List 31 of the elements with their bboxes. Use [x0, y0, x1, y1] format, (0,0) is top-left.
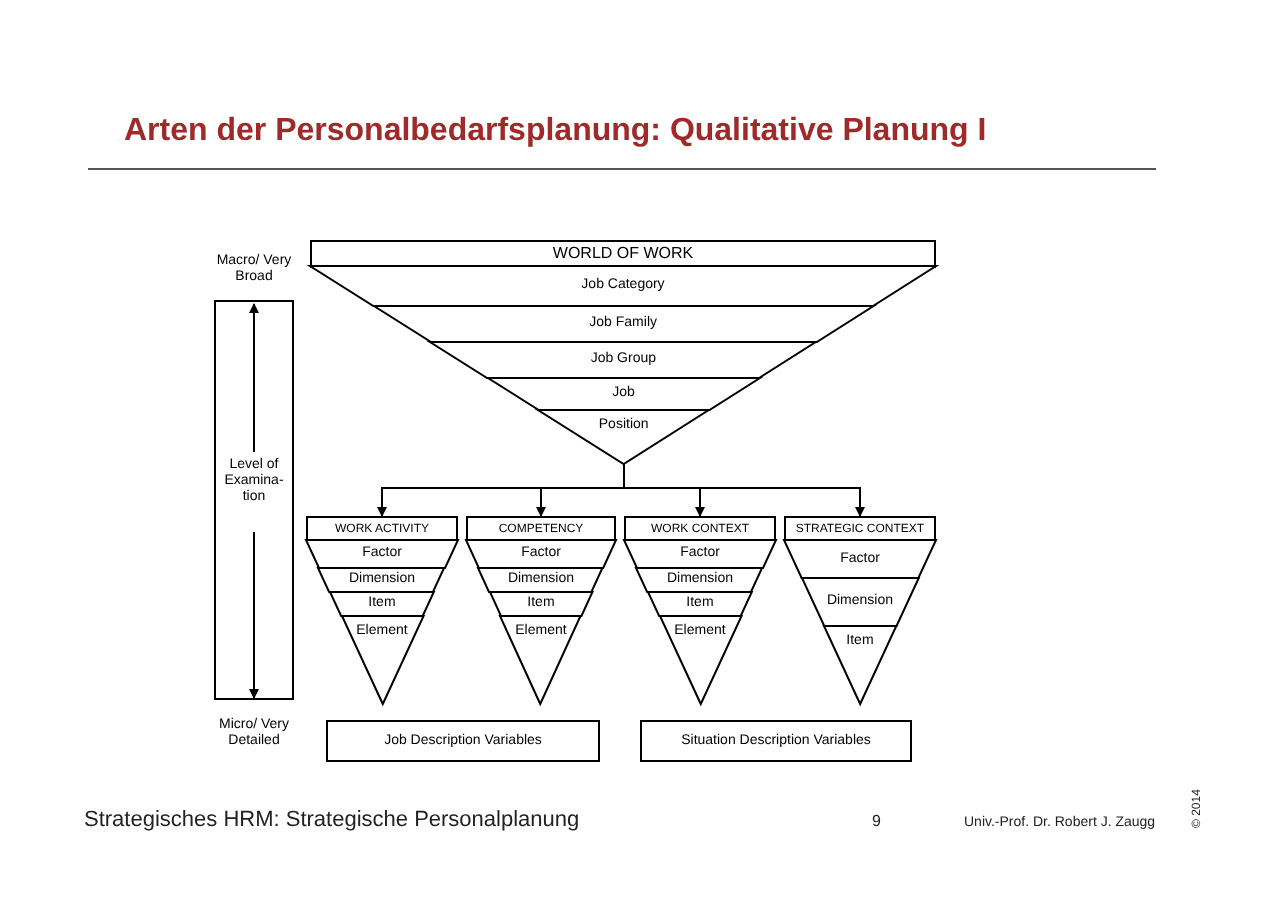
slide-title: Arten der Personalbedarfsplanung: Qualitative Planung I: [124, 114, 987, 150]
variables-box: [640, 720, 912, 762]
page-number: 9: [872, 812, 881, 830]
triangle-band: [310, 266, 936, 306]
triangle-band: [306, 540, 458, 568]
variables-box: [326, 720, 600, 762]
triangle-band: [801, 578, 919, 626]
category-header: [306, 516, 458, 542]
triangle-tip-band: [823, 626, 897, 704]
arrow: [623, 463, 865, 517]
triangle-band: [318, 568, 445, 592]
triangle-band: [489, 592, 593, 616]
category-header: [624, 516, 776, 542]
triangle-band: [373, 306, 873, 342]
triangle-band: [784, 540, 936, 578]
triangle-band: [636, 568, 763, 592]
triangle-band: [430, 342, 817, 378]
triangle-band: [478, 568, 604, 592]
category-header: [466, 516, 616, 542]
triangle-band: [487, 378, 760, 410]
footer-text: Strategisches HRM: Strategische Personalplanung: [84, 808, 580, 832]
arrow: [249, 303, 259, 453]
triangle-band: [648, 592, 752, 616]
node-text: WORLD OF WORK: [552, 246, 694, 262]
triangle-band: [466, 540, 616, 568]
triangle-tip-band: [538, 410, 710, 464]
triangle-band: [330, 592, 434, 616]
arrow: [249, 531, 259, 699]
header-band: [310, 240, 936, 268]
triangle-band: [624, 540, 776, 568]
category-header: [784, 516, 936, 542]
